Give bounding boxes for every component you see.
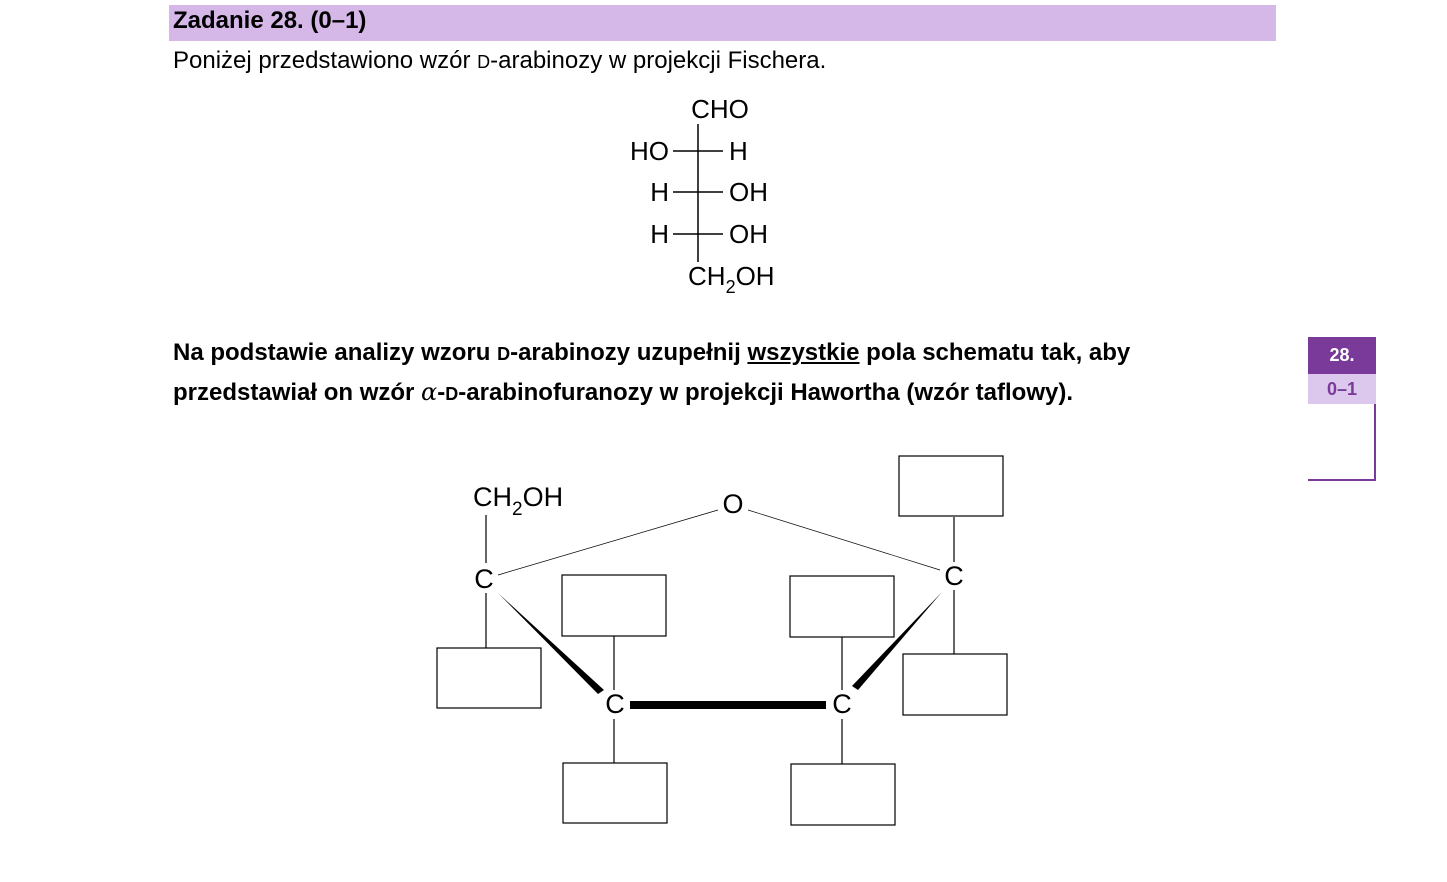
ring-wedge-bond — [498, 593, 604, 694]
fischer-top-group: CHO — [691, 94, 749, 124]
answer-box-c2-top[interactable] — [789, 575, 895, 638]
answer-box-c3-bottom[interactable] — [562, 762, 668, 824]
carbon-atom-c2: C — [832, 689, 852, 719]
intro-small-caps-d: D — [477, 52, 491, 72]
ring-wedge-bond — [852, 592, 942, 690]
instruction-text: -arabinofuranozy w projekcji Hawortha (w… — [458, 379, 1074, 406]
instruction-underlined-word: wszystkie — [747, 339, 860, 366]
haworth-ch2oh-group: CH2OH — [473, 482, 563, 520]
intro-before: Poniżej przedstawiono wzór — [173, 47, 478, 74]
fischer-left-group: HO — [630, 136, 669, 166]
instruction-line-2: przedstawiał on wzór α-D-arabinofuranozy… — [173, 373, 1130, 413]
fischer-left-group: H — [650, 177, 669, 207]
intro-text: Poniżej przedstawiono wzór D-arabinozy w… — [173, 47, 826, 75]
fischer-right-group: OH — [729, 177, 768, 207]
answer-box-c1-bottom[interactable] — [902, 653, 1008, 716]
carbon-atom-c3: C — [605, 689, 625, 719]
score-points: 0–1 — [1308, 374, 1376, 404]
fischer-left-group: H — [650, 219, 669, 249]
instruction-text: -arabinozy uzupełnij — [510, 339, 748, 366]
carbon-atom-c1: C — [944, 561, 964, 591]
task-header-bar — [169, 5, 1276, 41]
fischer-right-group: H — [729, 136, 748, 166]
answer-box-c4-bottom[interactable] — [436, 647, 542, 709]
alpha-symbol: α — [421, 378, 438, 406]
instruction-text: Na podstawie analizy wzoru — [173, 339, 498, 366]
instruction-small-caps-d: D — [497, 344, 511, 364]
ring-oxygen: O — [722, 489, 743, 519]
answer-box-c1-top[interactable] — [898, 455, 1004, 517]
instruction-small-caps-d: D — [445, 384, 459, 404]
formula-subscript: 2 — [512, 499, 523, 520]
fischer-right-group: OH — [729, 219, 768, 249]
instruction-text: przedstawiał on wzór — [173, 379, 422, 406]
ring-back-bond — [497, 509, 719, 576]
fischer-projection: CHO HO H H OH H OH CH2OH — [630, 94, 775, 297]
haworth-scheme: CH2OH O C C C C — [436, 455, 1008, 826]
ring-front-bond — [630, 701, 826, 709]
intro-after: -arabinozy w projekcji Fischera. — [490, 47, 827, 74]
formula-part: CH — [688, 261, 726, 291]
task-title: Zadanie 28. (0–1) — [173, 7, 367, 34]
ring-back-bond — [747, 509, 941, 571]
score-box: 28. 0–1 — [1308, 337, 1376, 404]
formula-part: OH — [523, 482, 564, 512]
score-frame — [1308, 337, 1376, 481]
task-instruction: Na podstawie analizy wzoru D-arabinozy u… — [173, 334, 1130, 413]
formula-part: OH — [736, 261, 775, 291]
instruction-text: pola schematu tak, aby — [859, 339, 1131, 366]
answer-box-c3-top[interactable] — [561, 574, 667, 637]
score-task-number: 28. — [1308, 337, 1376, 374]
fischer-bottom-group: CH2OH — [688, 261, 775, 297]
formula-part: CH — [473, 482, 512, 512]
formula-subscript: 2 — [726, 277, 736, 297]
carbon-atom-c4: C — [474, 564, 494, 594]
instruction-line-1: Na podstawie analizy wzoru D-arabinozy u… — [173, 334, 1130, 373]
answer-box-c2-bottom[interactable] — [790, 763, 896, 826]
instruction-text: - — [437, 379, 446, 406]
